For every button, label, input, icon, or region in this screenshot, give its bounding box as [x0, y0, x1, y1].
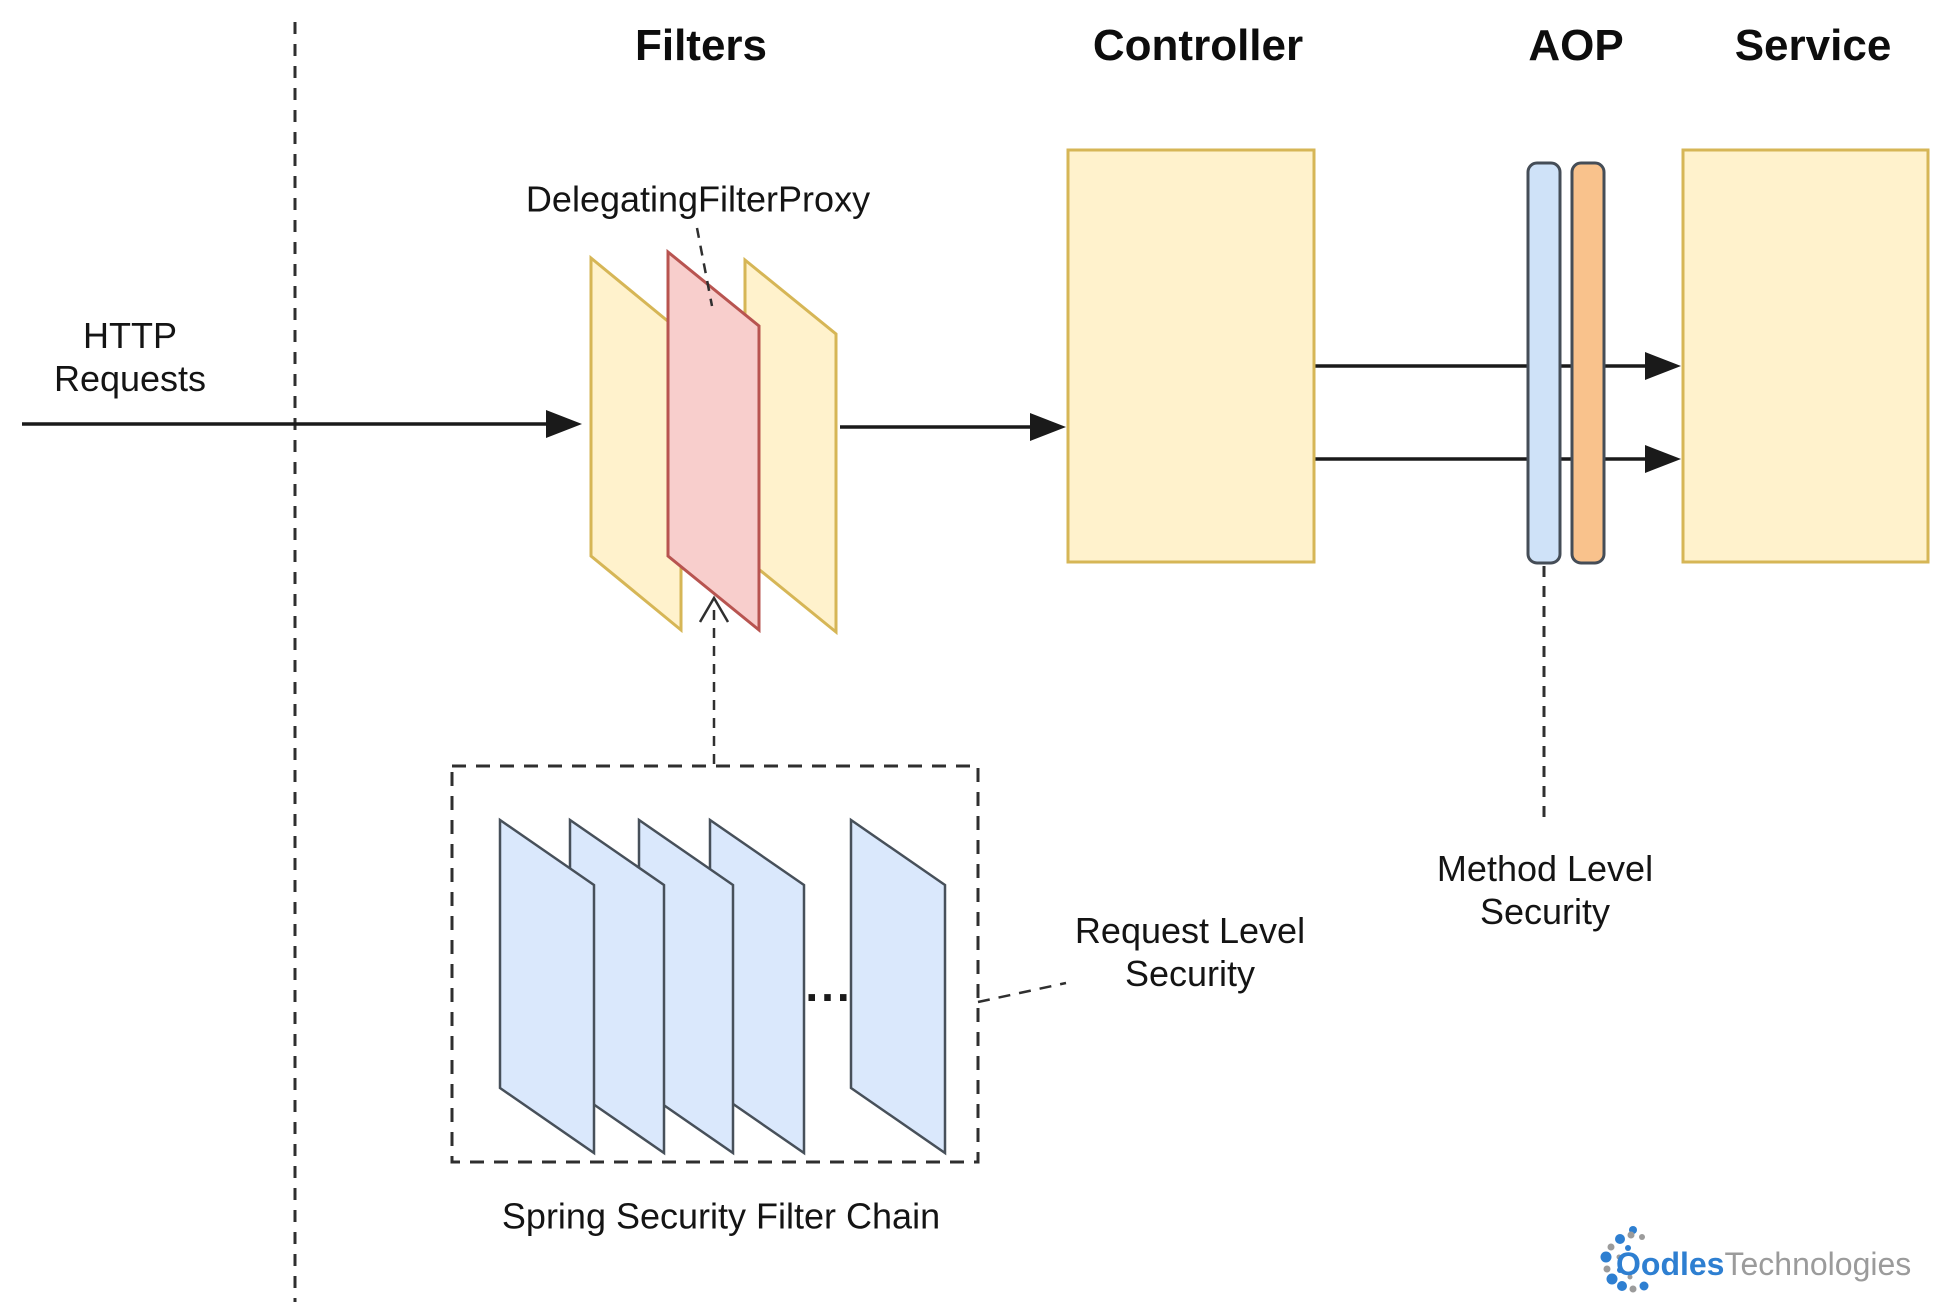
delegating-label-dashed-line	[695, 227, 714, 307]
http-request-arrowhead	[546, 410, 582, 438]
service-arrowhead-bottom	[1645, 445, 1681, 473]
service-box	[1681, 148, 1930, 564]
chain-to-proxy-open-arrowhead	[698, 595, 730, 623]
request-level-security-label: Request Level Security	[1075, 909, 1305, 995]
logo-primary-text: Oodles	[1616, 1246, 1725, 1282]
filter-chain-caption: Spring Security Filter Chain	[501, 1195, 941, 1237]
filters-to-controller-arrowhead	[1030, 413, 1066, 441]
chain-filter-card-5	[849, 817, 947, 1156]
logo-secondary-text: Technologies	[1724, 1246, 1912, 1282]
service-arrowhead-top	[1645, 352, 1681, 380]
http-requests-label: HTTP Requests	[54, 314, 206, 400]
filter-card-yellow-left	[589, 254, 683, 634]
filters-heading: Filters	[634, 21, 768, 70]
method-level-line1: Method Level	[1436, 848, 1654, 889]
method-level-line2: Security	[1479, 891, 1611, 932]
oodles-technologies-logo: OodlesTechnologies	[1616, 1246, 1911, 1283]
aop-bar-orange	[1570, 161, 1606, 565]
request-level-line2: Security	[1124, 953, 1256, 994]
http-requests-line2: Requests	[53, 358, 207, 399]
http-requests-line1: HTTP	[83, 315, 177, 356]
aop-heading: AOP	[1528, 21, 1624, 70]
controller-heading: Controller	[1092, 21, 1304, 70]
request-level-line1: Request Level	[1074, 910, 1306, 951]
method-level-security-label: Method Level Security	[1437, 847, 1653, 933]
chain-ellipsis: ...	[805, 959, 853, 1011]
chain-filter-card-1	[498, 817, 596, 1156]
controller-box	[1066, 148, 1316, 564]
aop-bar-blue	[1526, 161, 1562, 565]
filter-chain-dashed-box	[450, 764, 980, 1164]
service-heading: Service	[1734, 21, 1892, 70]
request-level-dashed-line	[977, 981, 1067, 1004]
logo-dot-burst-icon	[1600, 1226, 1649, 1293]
delegating-filter-proxy-card	[666, 248, 761, 634]
delegating-filter-proxy-label: DelegatingFilterProxy	[525, 178, 871, 220]
